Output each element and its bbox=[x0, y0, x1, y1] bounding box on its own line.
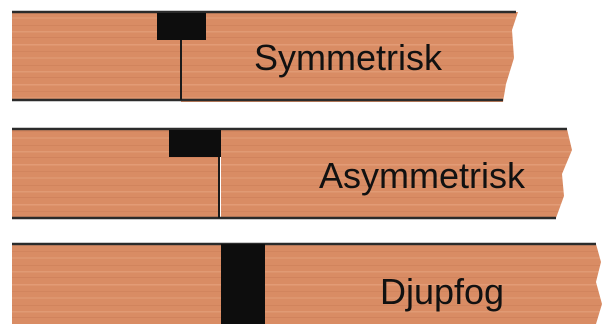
sealant-block bbox=[221, 244, 265, 324]
sealant-block bbox=[169, 130, 221, 157]
joint-row-asymmetric: Asymmetrisk bbox=[12, 129, 572, 218]
sealant-block bbox=[157, 13, 206, 40]
joint-label-deep: Djupfog bbox=[380, 271, 504, 312]
joint-label-asymmetric: Asymmetrisk bbox=[319, 155, 526, 196]
joint-row-deep: Djupfog bbox=[12, 244, 602, 324]
joint-row-symmetric: Symmetrisk bbox=[12, 12, 518, 102]
board-left bbox=[12, 244, 221, 324]
joint-label-symmetric: Symmetrisk bbox=[254, 37, 443, 78]
board-left bbox=[12, 12, 181, 100]
